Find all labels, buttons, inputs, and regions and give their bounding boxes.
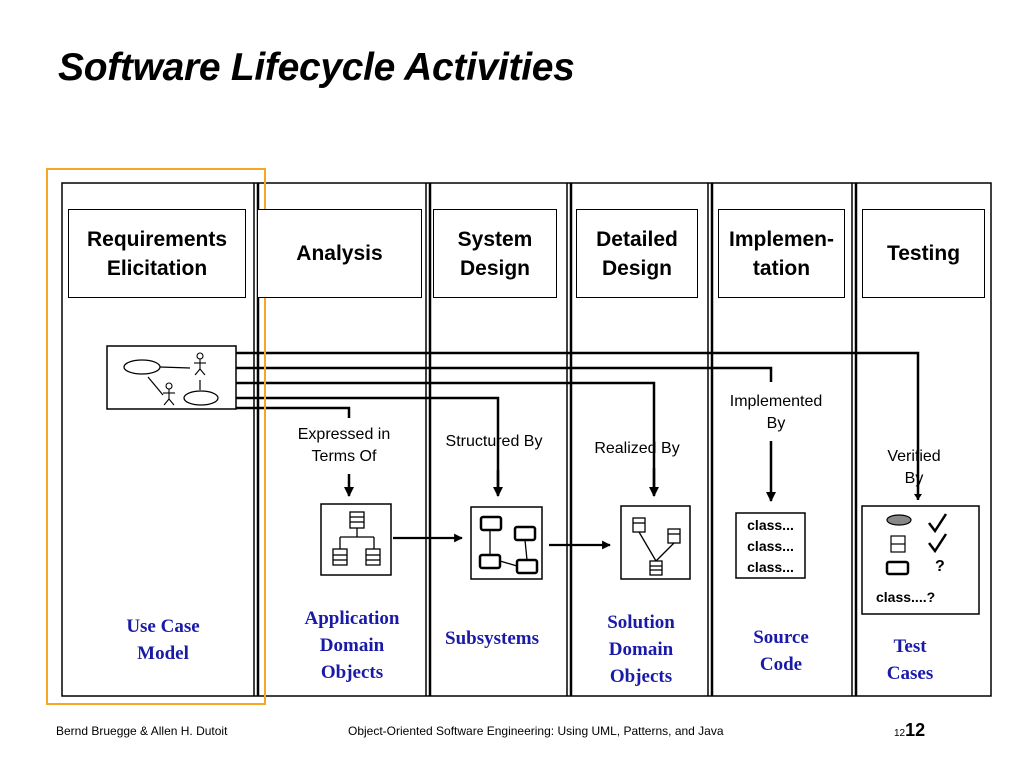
footer-authors: Bernd Bruegge & Allen H. Dutoit (56, 724, 228, 738)
phase-analysis: Analysis (257, 209, 422, 298)
source-code-box (735, 512, 806, 579)
requirements-highlight-box (46, 168, 266, 705)
product-subsystems: Subsystems (445, 628, 539, 649)
diagram-frame (61, 182, 992, 697)
phase-testing: Testing (862, 209, 985, 298)
footer-page-number: 1212 (894, 720, 925, 741)
relation-expressed-in-terms-of: Expressed in Terms Of (297, 426, 391, 465)
slide-title: Software Lifecycle Activities (58, 46, 575, 89)
footer-book-title: Object-Oriented Software Engineering: Us… (348, 724, 724, 738)
test-question-mark: ? (935, 558, 945, 575)
relation-structured-by: Structured By (445, 433, 543, 450)
product-test-cases: Test Cases (886, 636, 934, 684)
source-code-lines: class... class... class... (736, 515, 805, 578)
down-arrows (344, 441, 776, 502)
application-domain-diagram (320, 503, 392, 576)
traceability-connectors (236, 351, 920, 500)
product-use-case-model: Use Case Model (126, 616, 200, 664)
page-number-small: 12 (894, 728, 906, 739)
page-number-large: 12 (905, 720, 926, 740)
test-class-line: class....? (876, 589, 936, 605)
phase-implementation: Implemen- tation (718, 209, 845, 298)
verified-arrowhead (914, 494, 922, 500)
test-cases-diagram (861, 505, 980, 615)
solution-domain-diagram (620, 505, 691, 580)
product-application-domain-objects: Application Domain Objects (304, 608, 400, 683)
relation-verified-by: Verified By (887, 448, 941, 487)
relation-realized-by: Realized By (594, 440, 680, 457)
code-line: class... (747, 559, 794, 575)
use-case-model-icon (106, 345, 237, 410)
product-solution-domain-objects: Solution Domain Objects (607, 612, 675, 687)
phase-system-design: System Design (433, 209, 557, 298)
relation-implemented-by: Implemented By (729, 393, 823, 432)
code-line: class... (747, 517, 794, 533)
phase-detailed-design: Detailed Design (576, 209, 698, 298)
phase-requirements-elicitation: Requirements Elicitation (68, 209, 246, 298)
subsystems-diagram (470, 506, 543, 580)
product-source-code: Source Code (753, 627, 809, 675)
code-line: class... (747, 538, 794, 554)
